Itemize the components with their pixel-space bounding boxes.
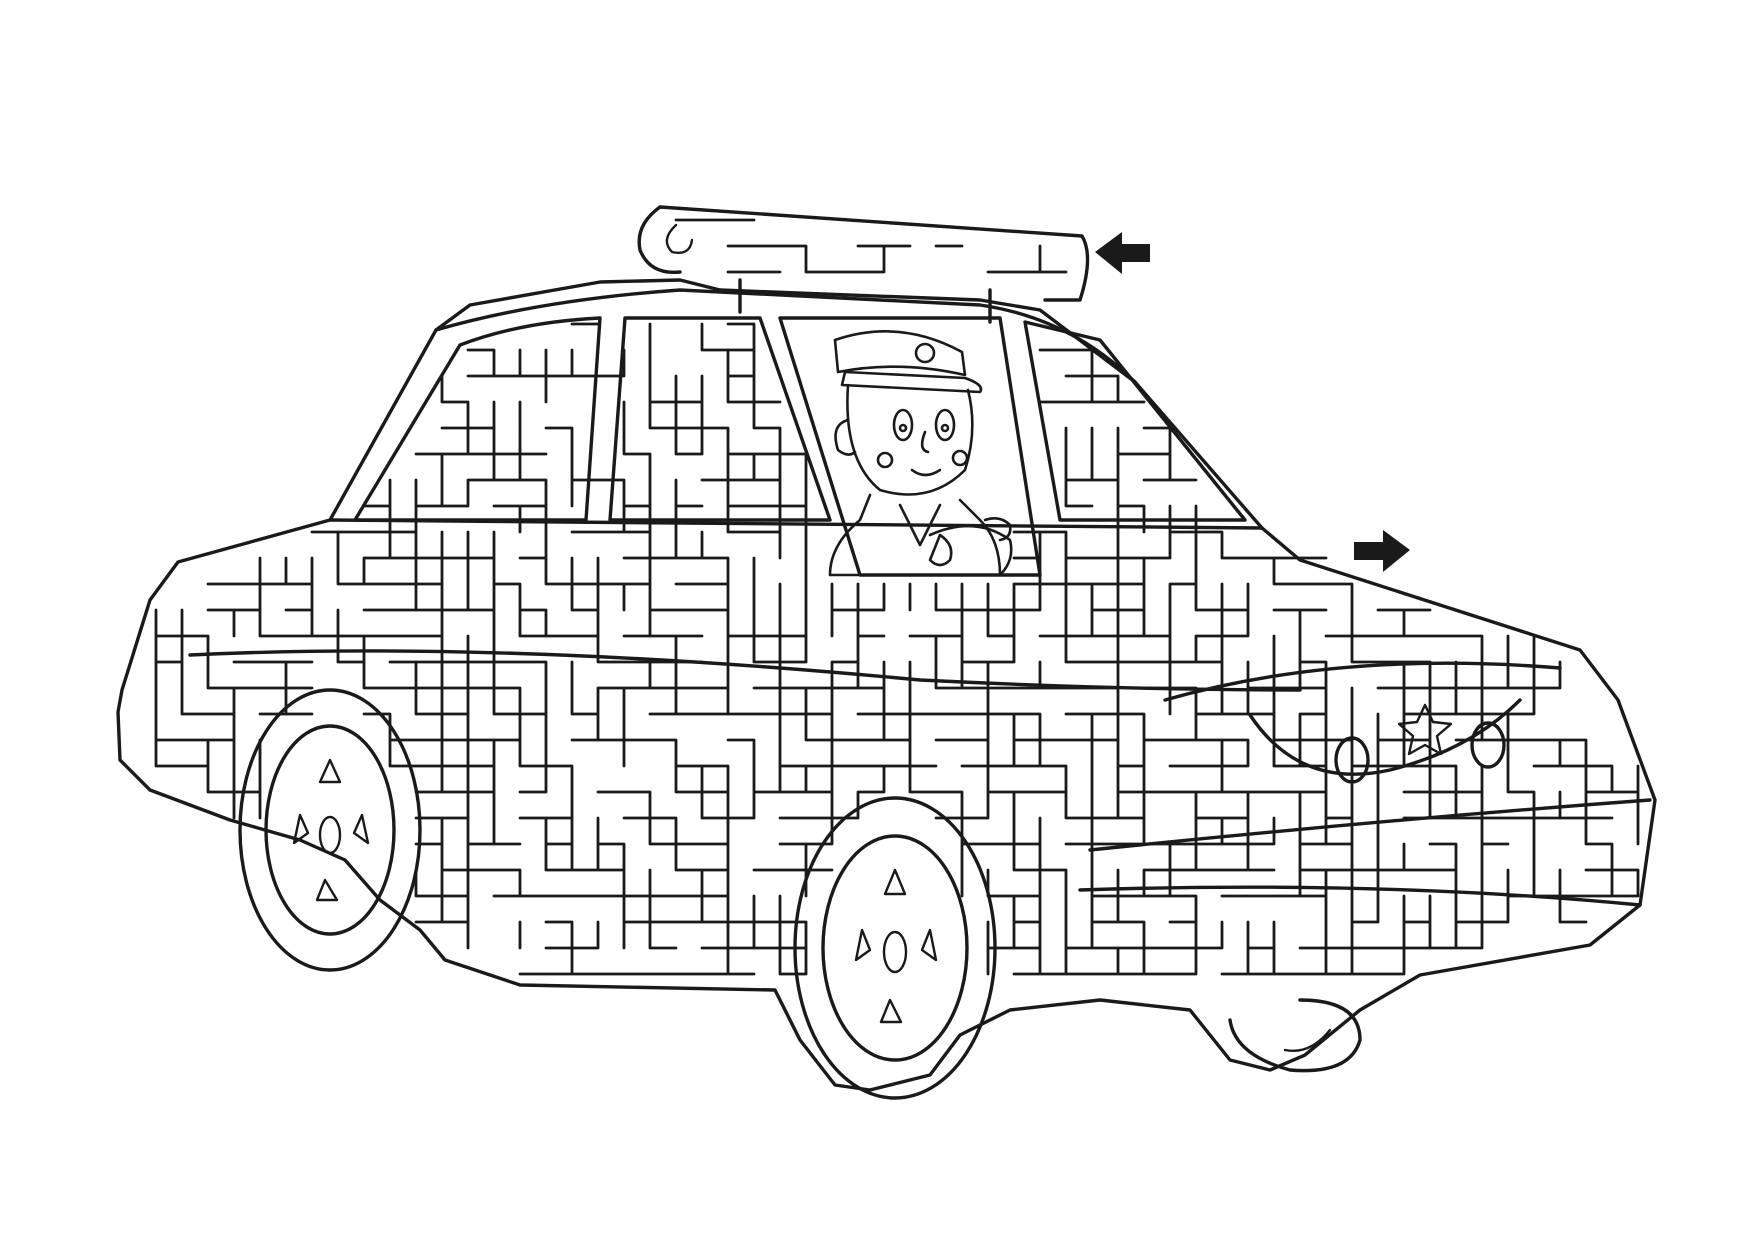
front-wheel: [793, 796, 997, 1100]
roof-light-bar: [637, 205, 1090, 324]
front-grille: [1248, 698, 1522, 784]
star-icon: [1397, 703, 1453, 756]
maze-wall-segments: [154, 218, 1640, 976]
far-front-wheel: [1228, 998, 1362, 1073]
rear-wheel: [238, 688, 422, 972]
arrow-left-icon: [1095, 232, 1150, 274]
police-officer-icon: [828, 330, 1013, 577]
arrow-right-icon: [1354, 530, 1410, 572]
car-windows: [353, 316, 1247, 577]
maze-walls: [154, 218, 1640, 976]
